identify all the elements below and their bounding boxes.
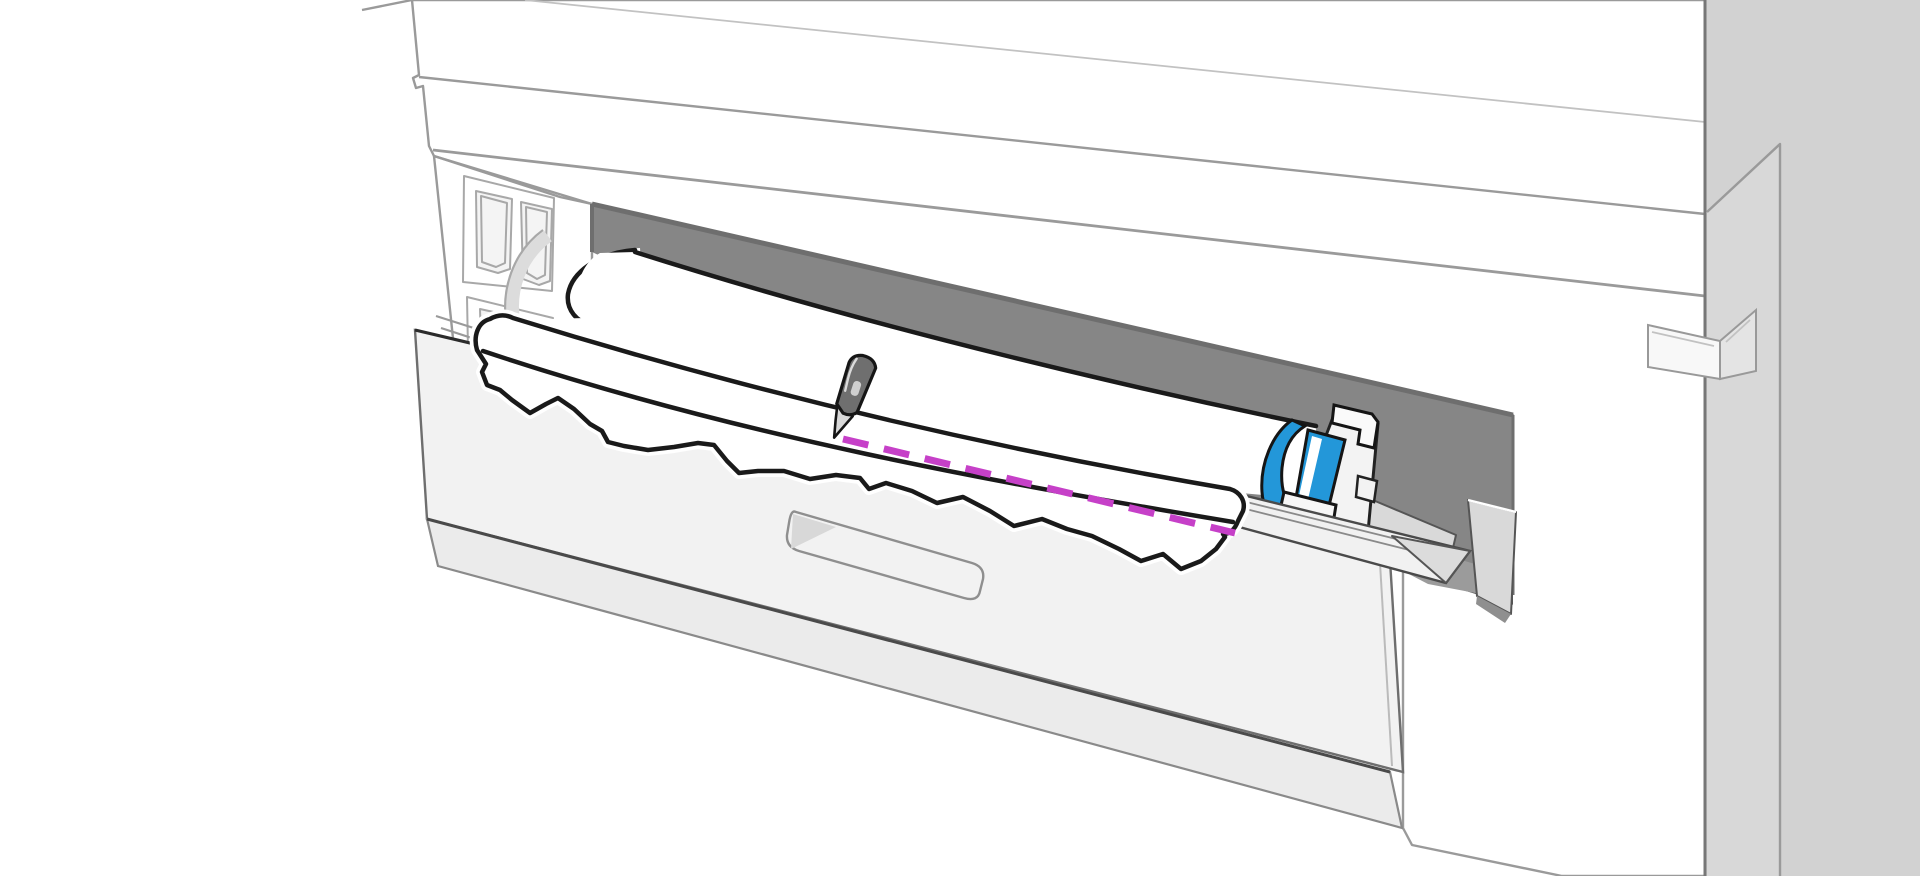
knife-highlight: [843, 357, 858, 392]
lip-end-wedge: [1391, 535, 1471, 584]
cut-guide-dashed-line: [842, 435, 1236, 537]
cartridge-slot-inner: [480, 195, 508, 268]
hub-latch-slot: [1297, 436, 1322, 508]
side-panel-seam: [1706, 142, 1782, 876]
compartment-top-edge: [591, 201, 1514, 418]
roll-cylinder: [512, 252, 1318, 500]
slot-frame: [462, 175, 555, 292]
band-upper-seam: [418, 75, 1706, 216]
drawer-handle-recess: [785, 510, 985, 601]
top-left-corner-edge: [361, 0, 413, 12]
panel-right-inner-line: [1379, 562, 1393, 767]
hub-side-stub: [1354, 474, 1379, 504]
side-carry-handle-cutout: [1647, 307, 1757, 381]
handle-recess-outline: [785, 510, 985, 601]
utility-knife: [832, 353, 878, 439]
hub-top-cap: [1330, 403, 1380, 450]
handle-cutout-side: [1719, 307, 1757, 381]
panel-crease-edge: [426, 517, 1391, 774]
handle-cutout-inner-line: [1651, 331, 1715, 347]
knife-slider-button: [850, 380, 862, 396]
band-lower-seam: [432, 148, 1706, 298]
roll-top-edge: [632, 249, 1319, 429]
side-panel-front-strip: [1707, 144, 1780, 876]
drawer-wall-cast-shadow: [1476, 596, 1511, 623]
lid-seam-line: [524, 0, 1706, 123]
handle-recess-shade: [791, 514, 836, 549]
roll-hub-with-latch: [1260, 403, 1380, 534]
drawer-right-wall-highlight: [1467, 498, 1517, 514]
drawer-right-wall: [1467, 499, 1517, 615]
paper-roll: [504, 229, 1319, 500]
handle-cutout-inner-line: [1725, 319, 1751, 343]
cartridge-slot: [475, 190, 513, 274]
